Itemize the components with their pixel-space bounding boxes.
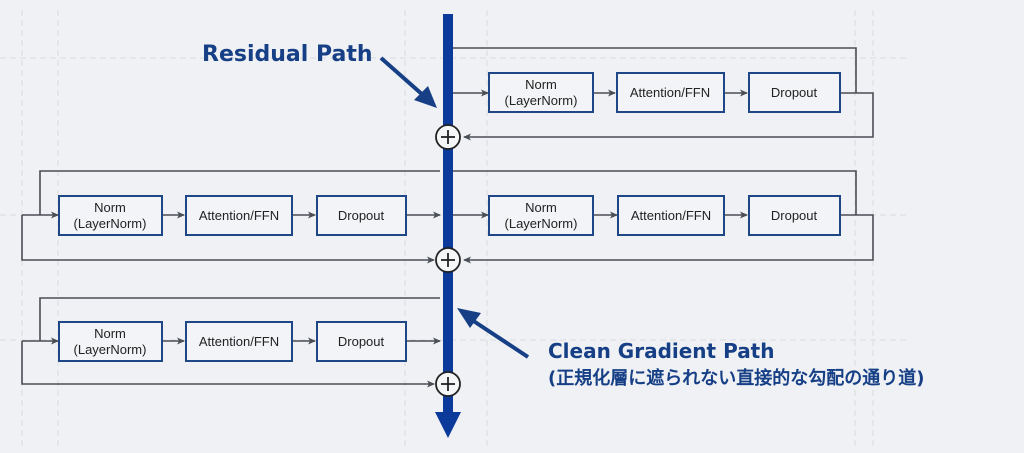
dropout-box [748,72,841,113]
layer-2-right: Norm (LayerNorm) Attention/FFN Dropout [452,170,874,264]
norm-box [488,195,594,236]
residual-path-arrow [379,56,437,108]
dropout-box [748,195,841,236]
spine-arrowhead [435,412,461,438]
dropout-box [316,321,407,362]
dropout-box [316,195,407,236]
dropout-label: Dropout [771,208,818,223]
clean-gradient-label: Clean Gradient Path [548,339,774,363]
attention-label: Attention/FFN [630,85,710,100]
residual-path-label: Residual Path [202,42,373,67]
clean-gradient-arrow [457,308,530,359]
add-node [435,247,461,273]
add-node [435,371,461,397]
norm-sublabel: (LayerNorm) [74,342,147,357]
clean-gradient-subtitle: (正規化層に遮られない直接的な勾配の通り道) [548,367,924,389]
norm-box [488,72,594,113]
norm-box [58,195,163,236]
attention-label: Attention/FFN [631,208,711,223]
norm-sublabel: (LayerNorm) [505,93,578,108]
norm-label: Norm [525,77,557,92]
norm-box [58,321,163,362]
add-node [435,124,461,150]
layer-2-left: Norm (LayerNorm) Attention/FFN Dropout [21,170,441,264]
norm-label: Norm [94,326,126,341]
residual-spine [435,14,461,438]
norm-label: Norm [94,200,126,215]
dropout-label: Dropout [771,85,818,100]
layer-3: Norm (LayerNorm) Attention/FFN Dropout [21,297,441,388]
attention-box [185,321,293,362]
norm-sublabel: (LayerNorm) [74,216,147,231]
norm-sublabel: (LayerNorm) [505,216,578,231]
attention-label: Attention/FFN [199,334,279,349]
dropout-label: Dropout [338,208,385,223]
attention-box [185,195,293,236]
attention-box [617,195,725,236]
attention-label: Attention/FFN [199,208,279,223]
norm-label: Norm [525,200,557,215]
layer-1: Norm (LayerNorm) Attention/FFN Dropout [452,47,874,141]
dropout-label: Dropout [338,334,385,349]
attention-box [616,72,725,113]
